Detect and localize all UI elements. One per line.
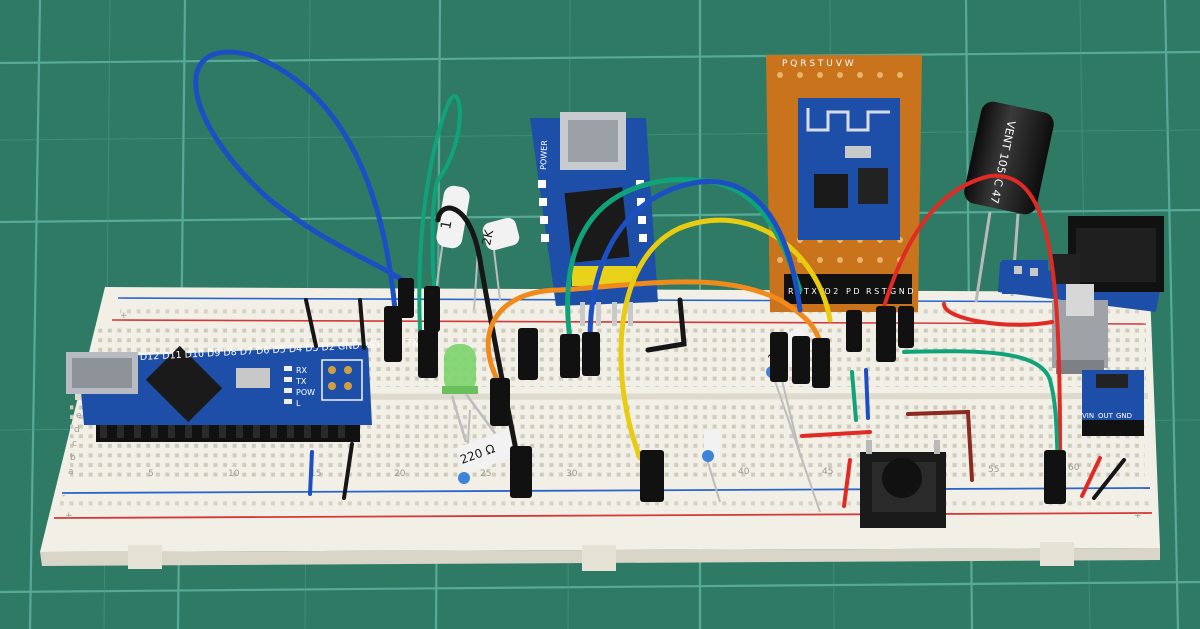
- button-cap[interactable]: [882, 458, 922, 498]
- resistor-label: 2K: [479, 227, 496, 246]
- resistor-3: 220 Ω: [454, 409, 518, 484]
- col-number: 40: [738, 467, 750, 477]
- led-label: RX: [296, 366, 308, 375]
- regulator-pin-label: GND: [1116, 412, 1132, 420]
- voltage-regulator-board: VIN OUT GND: [1082, 370, 1144, 436]
- rail-plus-label: +: [65, 511, 73, 521]
- crystal: [236, 368, 270, 388]
- regulator-pin-label: VIN: [1082, 412, 1094, 420]
- perfboard-esp01: P Q R S T U V W R X T X IO 2 P D R S T G…: [766, 55, 922, 312]
- rail-plus-label: +: [1134, 511, 1142, 521]
- wire-red: [842, 458, 852, 508]
- wire-green: [565, 177, 803, 343]
- rail-red-line: [53, 512, 1153, 519]
- wire-blue: [864, 368, 870, 420]
- perfboard-header-labels: R X T X IO 2 P D R S T G N D: [788, 287, 913, 296]
- col-number: 5: [148, 469, 154, 479]
- col-number: 30: [566, 469, 578, 479]
- wire-green: [850, 370, 858, 422]
- green-led: [442, 344, 502, 443]
- resistor-5: [702, 430, 721, 503]
- ftdi-adapter: POWER: [530, 112, 658, 326]
- led-label: TX: [295, 377, 307, 386]
- wire-black: [1092, 458, 1126, 500]
- row-letter: b: [70, 453, 76, 463]
- wire-blue: [308, 450, 314, 496]
- wire-yellow: [618, 217, 833, 461]
- tactile-push-button[interactable]: [860, 440, 946, 528]
- header-label: G N D: [890, 287, 913, 296]
- jumper-connectors: [384, 278, 1066, 504]
- nano-status-leds: RX TX POW L: [284, 366, 315, 408]
- row-letter: e: [76, 411, 82, 421]
- wire-black: [435, 205, 523, 473]
- col-number: 25: [480, 469, 491, 479]
- row-letter: c: [72, 439, 77, 449]
- breadboard-foot: [1040, 542, 1074, 566]
- resistor-2: 2K: [473, 217, 520, 311]
- antenna-trace: [806, 108, 890, 132]
- breadboard-foot: [582, 545, 616, 571]
- wire-black: [645, 297, 687, 353]
- rail-blue-line: [61, 487, 1151, 494]
- wire-blue: [193, 49, 415, 313]
- header-label: R S T: [866, 287, 887, 296]
- wire-blue: [587, 179, 803, 343]
- jumper-wires: [193, 49, 1126, 508]
- col-number: 55: [988, 465, 999, 475]
- wire-brown: [906, 409, 974, 482]
- regulator-pin-label: OUT: [1098, 412, 1114, 420]
- wire-red: [878, 173, 1062, 452]
- perfboard-column-letters: P Q R S T U V W: [782, 59, 854, 69]
- wire-green: [902, 349, 1060, 462]
- esp8266-chip: [814, 174, 848, 208]
- header-label: P D: [846, 287, 860, 296]
- header-label: T X: [803, 287, 817, 296]
- col-number: 45: [822, 467, 833, 477]
- row-letter: d: [74, 425, 80, 435]
- breadboard-foot: [128, 545, 162, 569]
- wire-black: [304, 298, 318, 348]
- led-label: L: [296, 399, 301, 408]
- atmega-chip: [145, 345, 223, 423]
- resistor-label: 1: [438, 219, 455, 231]
- wire-green: [417, 94, 462, 332]
- wire-red: [1080, 456, 1102, 498]
- wire-black: [342, 442, 354, 500]
- header-label: IO 2: [822, 287, 838, 296]
- col-number: 60: [1068, 463, 1080, 473]
- rail-plus-label: +: [120, 311, 128, 321]
- led-label: POW: [296, 388, 315, 397]
- rail-minus-label: -: [62, 491, 65, 501]
- col-number: 10: [228, 469, 240, 479]
- col-number: 20: [394, 469, 406, 479]
- wire-red: [800, 430, 872, 438]
- switch-lever[interactable]: [1066, 284, 1094, 316]
- row-letter: a: [68, 467, 74, 477]
- wire-black: [358, 298, 366, 350]
- wire-orange: [485, 279, 825, 388]
- wire-red: [942, 302, 1054, 327]
- row-letters: a b c d e: [68, 411, 82, 477]
- ftdi-power-label: POWER: [539, 140, 549, 170]
- col-number: 15: [310, 469, 321, 479]
